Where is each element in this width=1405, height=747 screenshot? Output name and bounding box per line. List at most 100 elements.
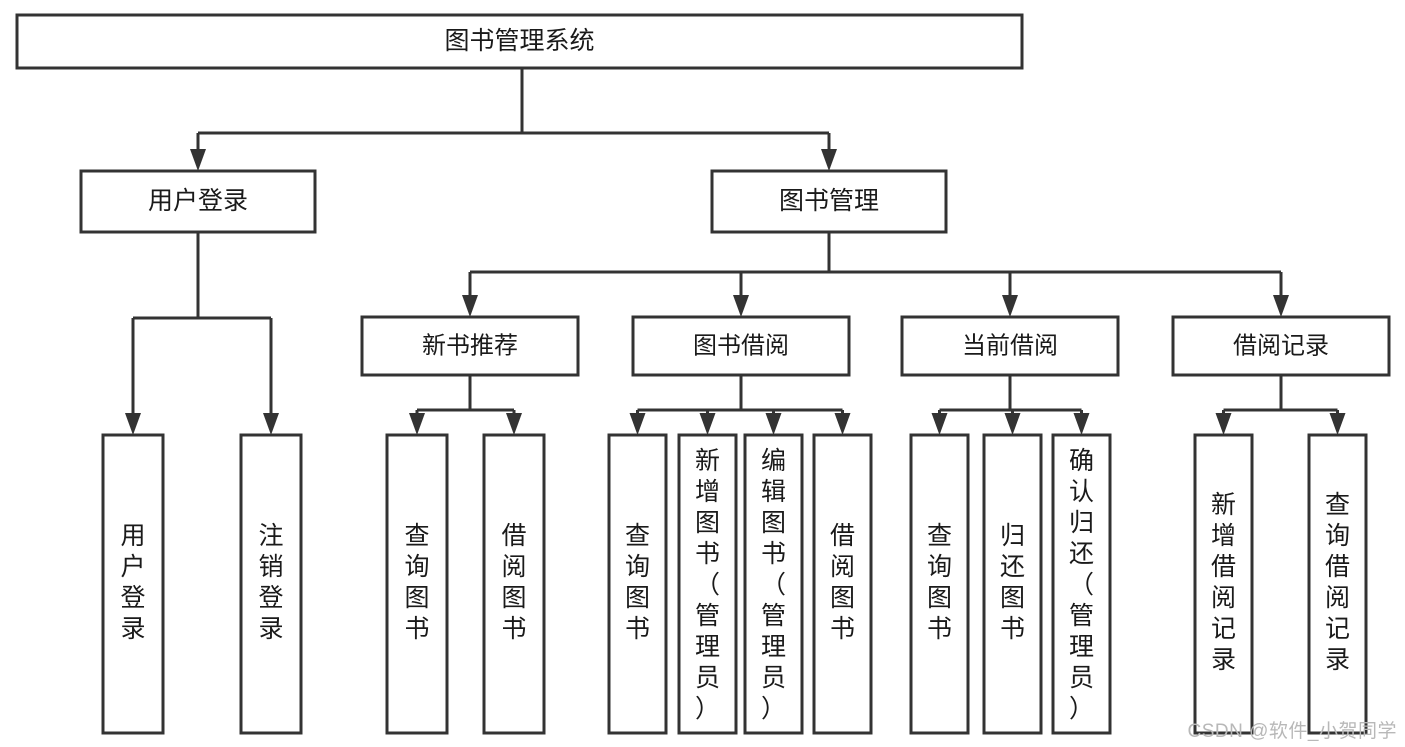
- arrowhead-icon: [765, 413, 782, 435]
- node-label-char: 图: [501, 584, 526, 612]
- node-label-char: 用: [120, 522, 145, 550]
- node-label-char: 阅: [1211, 584, 1236, 612]
- node-label-char: 录: [1211, 646, 1236, 674]
- node-label-char: 员: [695, 664, 720, 692]
- arrowhead-icon: [834, 413, 851, 435]
- node-box-leaf-borrow-book: [812, 433, 873, 735]
- arrowhead-icon: [821, 149, 837, 171]
- node-label-char: 管: [1069, 602, 1094, 630]
- arrowhead-icon: [1004, 413, 1021, 435]
- node-label-char: （: [1069, 571, 1094, 599]
- node-label-char: 管: [761, 602, 786, 630]
- node-label-char: 编: [761, 447, 786, 475]
- arrowhead-icon: [1215, 413, 1232, 435]
- node-user-login[interactable]: 用户登录: [79, 169, 317, 234]
- node-label-char: 图: [695, 509, 720, 537]
- node-label-char: 书: [404, 615, 429, 643]
- node-box-leaf-query-book-current: [909, 433, 970, 735]
- node-label-char: 阅: [501, 553, 526, 581]
- node-label-char: 增: [1211, 522, 1236, 550]
- node-label-char: 借: [501, 522, 526, 550]
- node-label-char: 书: [695, 540, 720, 568]
- node-label-char: 询: [927, 553, 952, 581]
- node-label-char: 录: [120, 615, 145, 643]
- node-box-book-borrow: [631, 315, 851, 377]
- node-box-user-login: [79, 169, 317, 234]
- node-box-root: [15, 13, 1024, 70]
- arrowhead-icon: [263, 413, 279, 435]
- node-box-leaf-confirm-return-admin: [1051, 433, 1112, 735]
- arrowhead-icon: [462, 295, 478, 317]
- node-label-char: 借: [1211, 553, 1236, 581]
- connector-layer: [125, 68, 1346, 435]
- node-layer: 图书管理系统用户登录图书管理新书推荐图书借阅当前借阅借阅记录用户登录注销登录查询…: [15, 13, 1391, 735]
- node-label-char: 书: [625, 615, 650, 643]
- node-label-char: 记: [1211, 615, 1236, 643]
- node-new-book-recommend[interactable]: 新书推荐: [360, 315, 580, 377]
- node-label-char: 查: [927, 522, 952, 550]
- node-label-char: 图: [761, 509, 786, 537]
- node-leaf-user-login[interactable]: 用户登录: [101, 433, 165, 735]
- node-label-char: 还: [1000, 553, 1025, 581]
- node-label-char: 录: [1325, 646, 1350, 674]
- arrowhead-icon: [931, 413, 948, 435]
- node-label-borrow-record: 借阅记录: [1233, 332, 1329, 359]
- node-box-new-book-recommend: [360, 315, 580, 377]
- arrowhead-icon: [125, 413, 141, 435]
- node-label-char: 阅: [830, 553, 855, 581]
- node-label-char: 查: [404, 522, 429, 550]
- node-box-leaf-add-borrow-record: [1193, 433, 1254, 735]
- node-label-char: 员: [761, 664, 786, 692]
- node-label-char: 询: [404, 553, 429, 581]
- node-current-borrow[interactable]: 当前借阅: [900, 315, 1120, 377]
- node-box-book-management: [710, 169, 948, 234]
- node-book-borrow[interactable]: 图书借阅: [631, 315, 851, 377]
- arrowhead-icon: [1329, 413, 1346, 435]
- node-label-char: 归: [1069, 509, 1094, 537]
- node-label-current-borrow: 当前借阅: [962, 332, 1058, 359]
- node-label-char: 书: [761, 540, 786, 568]
- node-label-char: 借: [830, 522, 855, 550]
- arrowhead-icon: [1073, 413, 1090, 435]
- node-label-book-management: 图书管理: [779, 187, 879, 215]
- arrowhead-icon: [733, 295, 749, 317]
- arrowhead-icon: [506, 413, 522, 435]
- node-box-borrow-record: [1171, 315, 1391, 377]
- node-label-char: 查: [1325, 491, 1350, 519]
- node-label-char: 新: [695, 447, 720, 475]
- watermark-text: CSDN @软件_小贺同学: [1187, 721, 1397, 742]
- node-box-leaf-add-book-admin: [677, 433, 738, 735]
- node-label-char: 图: [830, 584, 855, 612]
- node-label-root: 图书管理系统: [444, 27, 594, 55]
- node-label-char: 图: [404, 584, 429, 612]
- node-label-char: 销: [258, 553, 283, 581]
- node-label-char: 询: [625, 553, 650, 581]
- node-label-char: 查: [625, 522, 650, 550]
- node-book-management[interactable]: 图书管理: [710, 169, 948, 234]
- node-label-char: 归: [1000, 522, 1025, 550]
- node-box-leaf-query-borrow-record: [1307, 433, 1368, 735]
- node-borrow-record[interactable]: 借阅记录: [1171, 315, 1391, 377]
- arrowhead-icon: [629, 413, 646, 435]
- node-root[interactable]: 图书管理系统: [15, 13, 1024, 70]
- node-box-leaf-query-book-recommend: [385, 433, 449, 735]
- node-label-char: 登: [120, 584, 145, 612]
- node-label-char: （: [695, 571, 720, 599]
- node-box-leaf-user-login: [101, 433, 165, 735]
- node-label-char: 书: [927, 615, 952, 643]
- node-label-char: 还: [1069, 540, 1094, 568]
- node-label-book-borrow: 图书借阅: [693, 332, 789, 359]
